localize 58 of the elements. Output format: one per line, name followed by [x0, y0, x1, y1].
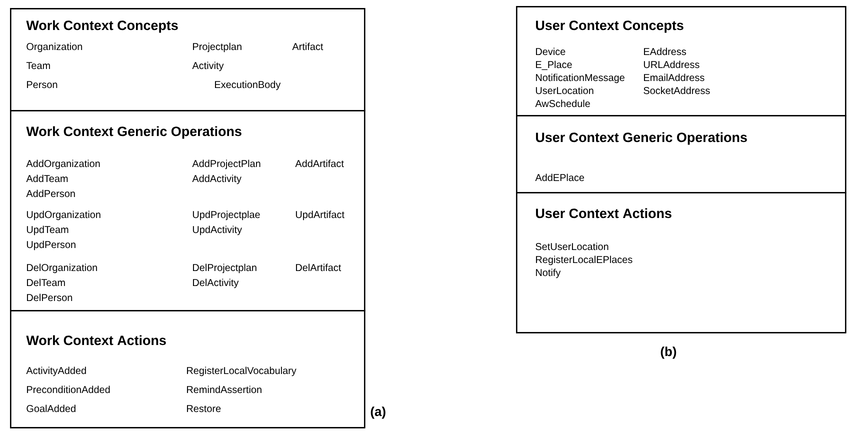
item-text: SocketAddress: [644, 86, 710, 94]
item-text: Organization: [26, 42, 82, 52]
panel-label: (a): [370, 406, 386, 419]
item-text: DelProjectplan: [193, 264, 256, 274]
item-text: UpdTeam: [26, 226, 68, 236]
item-text: RegisterLocalEPlaces: [536, 256, 632, 266]
item-text: RegisterLocalVocabulary: [187, 366, 296, 376]
section-heading: Work Context Concepts: [26, 20, 178, 33]
section-heading: Work Context Actions: [26, 335, 166, 346]
item-text: Artifact: [292, 42, 324, 50]
item-text: URLAddress: [644, 60, 700, 68]
item-text: GoalAdded: [26, 404, 76, 412]
item-text: DelOrganization: [27, 264, 97, 274]
item-text: UserLocation: [536, 86, 594, 94]
compartment-box: [10, 310, 366, 428]
item-text: AddEPlace: [535, 174, 584, 182]
item-text: UpdActivity: [192, 226, 242, 236]
item-text: AddArtifact: [295, 160, 344, 168]
compartment-box: [516, 192, 846, 334]
item-text: AddActivity: [192, 174, 242, 184]
item-text: ActivityAdded: [26, 366, 86, 376]
item-text: RemindAssertion: [187, 386, 262, 394]
section-heading: User Context Generic Operations: [536, 132, 747, 145]
compartment-box: [10, 8, 366, 112]
item-text: EmailAddress: [644, 74, 704, 82]
item-text: PreconditionAdded: [27, 386, 110, 394]
compartment-box: [10, 110, 366, 312]
section-heading: User Context Actions: [536, 208, 672, 218]
item-text: SetUserLocation: [536, 242, 608, 250]
item-text: ExecutionBody: [215, 80, 281, 90]
item-text: Notify: [536, 268, 561, 278]
item-text: UpdProjectplae: [192, 210, 260, 220]
item-text: Projectplan: [193, 42, 242, 52]
section-heading: User Context Concepts: [536, 20, 684, 33]
item-text: Device: [536, 48, 566, 56]
item-text: Restore: [187, 405, 221, 412]
panel-label: (b): [660, 346, 676, 359]
item-text: EAddress: [644, 48, 686, 56]
item-text: AwSchedule: [535, 100, 590, 108]
item-text: UpdOrganization: [26, 210, 100, 220]
item-text: Person: [27, 81, 58, 88]
item-text: DelActivity: [193, 278, 239, 288]
item-text: E_Place: [536, 60, 572, 70]
item-text: Activity: [192, 62, 224, 72]
item-text: Team: [26, 62, 50, 70]
item-text: UpdPerson: [26, 240, 76, 250]
item-text: DelTeam: [27, 278, 65, 286]
item-text: DelArtifact: [296, 264, 342, 272]
section-heading: Work Context Generic Operations: [26, 126, 242, 139]
item-text: AddTeam: [26, 174, 68, 182]
item-text: AddPerson: [26, 190, 75, 198]
item-text: AddOrganization: [26, 160, 100, 170]
item-text: DelPerson: [27, 294, 72, 302]
compartment-box: [516, 115, 846, 194]
compartment-box: [516, 6, 846, 116]
item-text: UpdArtifact: [296, 210, 344, 220]
item-text: AddProjectPlan: [192, 160, 260, 170]
item-text: NotificationMessage: [536, 74, 624, 84]
